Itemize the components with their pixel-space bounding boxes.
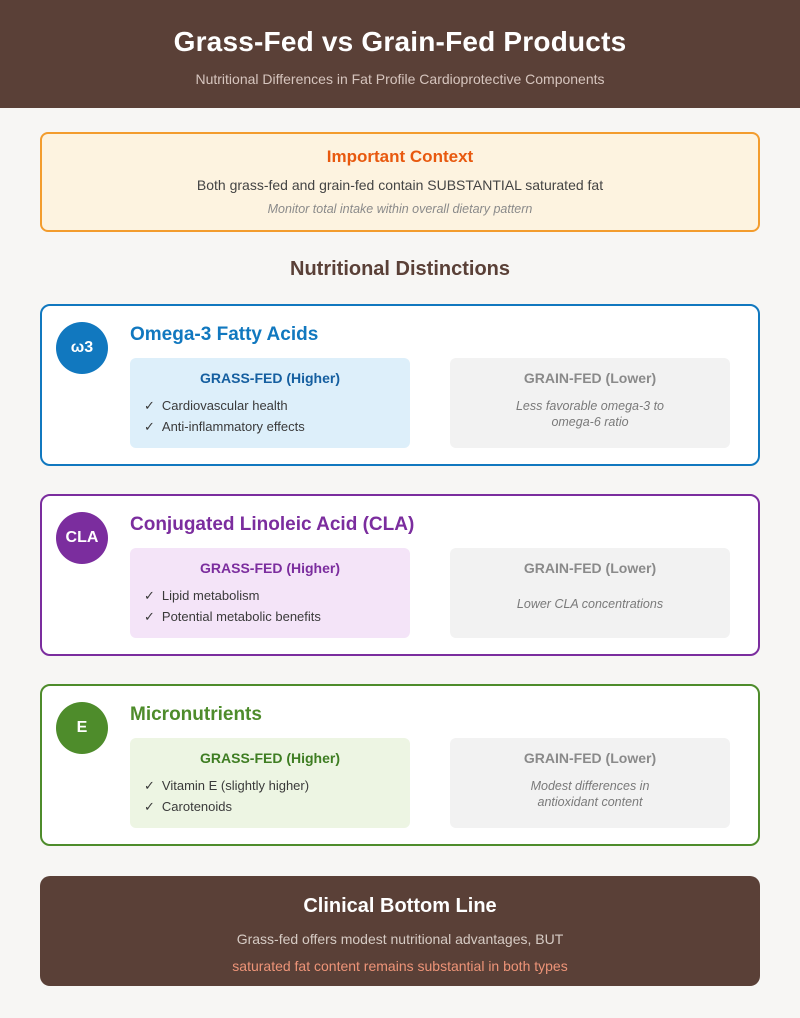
grain-fed-panel-title: GRAIN-FED (Lower) (523, 560, 657, 576)
context-body: Both grass-fed and grain-fed contain SUB… (196, 177, 604, 193)
context-note: Monitor total intake within overall diet… (267, 202, 533, 216)
check-icon: ✓ (144, 398, 155, 413)
grain-fed-note: Modest differences in antioxidant conten… (530, 778, 650, 809)
nutrient-card-title: Conjugated Linoleic Acid (CLA) (130, 514, 415, 535)
grass-fed-benefit-list: ✓ Vitamin E (slightly higher) ✓ Carotenoids (144, 775, 396, 817)
benefit-item: ✓ Carotenoids (144, 796, 396, 817)
bottom-line-warning: saturated fat content remains substantia… (232, 958, 568, 974)
comparison-columns: GRASS-FED (Higher) ✓ Cardiovascular healt… (130, 358, 730, 448)
benefit-item: ✓ Vitamin E (slightly higher) (144, 775, 396, 796)
check-icon: ✓ (144, 588, 155, 603)
grass-fed-panel-title: GRASS-FED (Higher) (200, 750, 340, 766)
nutrient-badge: E (56, 702, 108, 754)
grass-fed-panel: GRASS-FED (Higher) ✓ Vitamin E (slightly … (130, 738, 410, 828)
nutrient-card: CLA Conjugated Linoleic Acid (CLA) GRASS… (40, 494, 760, 656)
check-icon: ✓ (144, 799, 155, 814)
clinical-bottom-line: Clinical Bottom Line Grass-fed offers mo… (40, 876, 760, 986)
section-title: Nutritional Distinctions (290, 258, 510, 280)
nutrient-card-title: Micronutrients (130, 704, 262, 725)
grass-fed-panel: GRASS-FED (Higher) ✓ Cardiovascular healt… (130, 358, 410, 448)
benefit-item: ✓ Lipid metabolism (144, 585, 396, 606)
page-header: Grass-Fed vs Grain-Fed Products Nutritio… (0, 0, 800, 108)
bottom-line-body: Grass-fed offers modest nutritional adva… (236, 931, 564, 947)
benefit-item: ✓ Cardiovascular health (144, 395, 396, 416)
check-icon: ✓ (144, 419, 155, 434)
grass-fed-benefit-list: ✓ Lipid metabolism ✓ Potential metabolic be… (144, 585, 396, 627)
benefit-item-label: Carotenoids (161, 799, 233, 814)
grain-fed-panel: GRAIN-FED (Lower) Less favorable omega-3… (450, 358, 730, 448)
context-title: Important Context (326, 147, 474, 166)
grass-fed-panel-title: GRASS-FED (Higher) (200, 370, 340, 386)
nutrient-card: E Micronutrients GRASS-FED (Higher) ✓ Vit… (40, 684, 760, 846)
important-context-box: Important Context Both grass-fed and gra… (40, 132, 760, 232)
comparison-columns: GRASS-FED (Higher) ✓ Vitamin E (slightly … (130, 738, 730, 828)
grain-fed-panel-title: GRAIN-FED (Lower) (523, 750, 657, 766)
bottom-line-title: Clinical Bottom Line (303, 895, 497, 917)
grass-fed-panel-title: GRASS-FED (Higher) (200, 560, 340, 576)
check-icon: ✓ (144, 778, 155, 793)
page-title: Grass-Fed vs Grain-Fed Products (173, 26, 627, 57)
benefit-item-label: Potential metabolic benefits (161, 609, 321, 624)
benefit-item-label: Cardiovascular health (161, 398, 288, 413)
comparison-columns: GRASS-FED (Higher) ✓ Lipid metabolism ✓ Pot… (130, 548, 730, 638)
benefit-item-label: Vitamin E (slightly higher) (161, 778, 310, 793)
grain-fed-panel: GRAIN-FED (Lower) Modest differences in … (450, 738, 730, 828)
nutrient-cards-container: ω3 Omega-3 Fatty Acids GRASS-FED (Higher… (0, 304, 800, 846)
check-icon: ✓ (144, 609, 155, 624)
nutrient-badge: CLA (56, 512, 108, 564)
grass-fed-benefit-list: ✓ Cardiovascular health ✓ Anti-inflammatory… (144, 395, 396, 437)
benefit-item-label: Lipid metabolism (161, 588, 260, 603)
grass-fed-panel: GRASS-FED (Higher) ✓ Lipid metabolism ✓ Pot… (130, 548, 410, 638)
benefit-item: ✓ Potential metabolic benefits (144, 606, 396, 627)
nutrient-badge: ω3 (56, 322, 108, 374)
benefit-item: ✓ Anti-inflammatory effects (144, 416, 396, 437)
benefit-item-label: Anti-inflammatory effects (161, 419, 305, 434)
nutrient-card-title: Omega-3 Fatty Acids (130, 324, 319, 345)
grain-fed-note: Less favorable omega-3 to omega-6 ratio (515, 398, 664, 429)
page-subtitle: Nutritional Differences in Fat Profile C… (195, 71, 605, 87)
grain-fed-note: Lower CLA concentrations (516, 596, 664, 611)
grain-fed-panel: GRAIN-FED (Lower) Lower CLA concentratio… (450, 548, 730, 638)
grain-fed-panel-title: GRAIN-FED (Lower) (523, 370, 657, 386)
nutrient-card: ω3 Omega-3 Fatty Acids GRASS-FED (Higher… (40, 304, 760, 466)
